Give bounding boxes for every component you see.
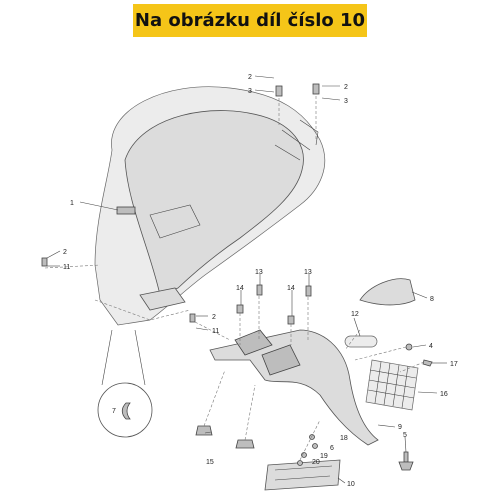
- rear-fender-part[interactable]: [209, 329, 379, 446]
- callout-1: 1: [70, 200, 74, 207]
- callout-14: 14: [236, 285, 244, 292]
- license-light-part[interactable]: [264, 459, 341, 491]
- callout-19: 19: [320, 453, 328, 460]
- callout-2: 2: [248, 74, 252, 81]
- callout-12: 12: [351, 311, 359, 318]
- detail-inset-circle: [97, 329, 153, 438]
- callout-3: 3: [344, 98, 348, 105]
- callout-2: 2: [344, 84, 348, 91]
- banner-title: Na obrázku díl číslo 10: [133, 4, 367, 37]
- leader-lines: [46, 75, 447, 484]
- assembly-lines: [44, 96, 425, 461]
- callout-4: 4: [429, 343, 433, 350]
- callout-8: 8: [430, 296, 434, 303]
- side-cover-part[interactable]: [359, 278, 416, 306]
- callout-16: 16: [440, 391, 448, 398]
- callout-15: 15: [206, 459, 214, 466]
- callout-13: 13: [255, 269, 263, 276]
- callout-2: 2: [212, 314, 216, 321]
- bolt-part: [398, 451, 414, 471]
- callout-10: 10: [347, 481, 355, 488]
- callout-9: 9: [398, 424, 402, 431]
- clip-parts: [195, 425, 255, 449]
- fastener-parts: [41, 83, 320, 325]
- callout-17: 17: [450, 361, 458, 368]
- front-shield-part[interactable]: [94, 86, 325, 326]
- callout-11: 11: [63, 264, 70, 271]
- callout-14: 14: [287, 285, 295, 292]
- callout-3: 3: [248, 88, 252, 95]
- callout-18: 18: [340, 435, 348, 442]
- callout-7: 7: [112, 408, 116, 415]
- callout-5: 5: [403, 432, 407, 439]
- callout-labels: 1 2 2 2 2 3 3 4 5 6 7 8 9 10 11 11 12 13…: [63, 74, 458, 488]
- callout-13: 13: [304, 269, 312, 276]
- callout-6: 6: [330, 445, 334, 452]
- callout-2: 2: [63, 249, 67, 256]
- callout-11: 11: [212, 328, 219, 335]
- exploded-parts-diagram: 1 2 2 2 2 3 3 4 5 6 7 8 9 10 11 11 12 13…: [41, 74, 458, 491]
- callout-20: 20: [312, 459, 320, 466]
- reflector-part[interactable]: [344, 335, 378, 348]
- grid-reflector-part[interactable]: [365, 359, 419, 411]
